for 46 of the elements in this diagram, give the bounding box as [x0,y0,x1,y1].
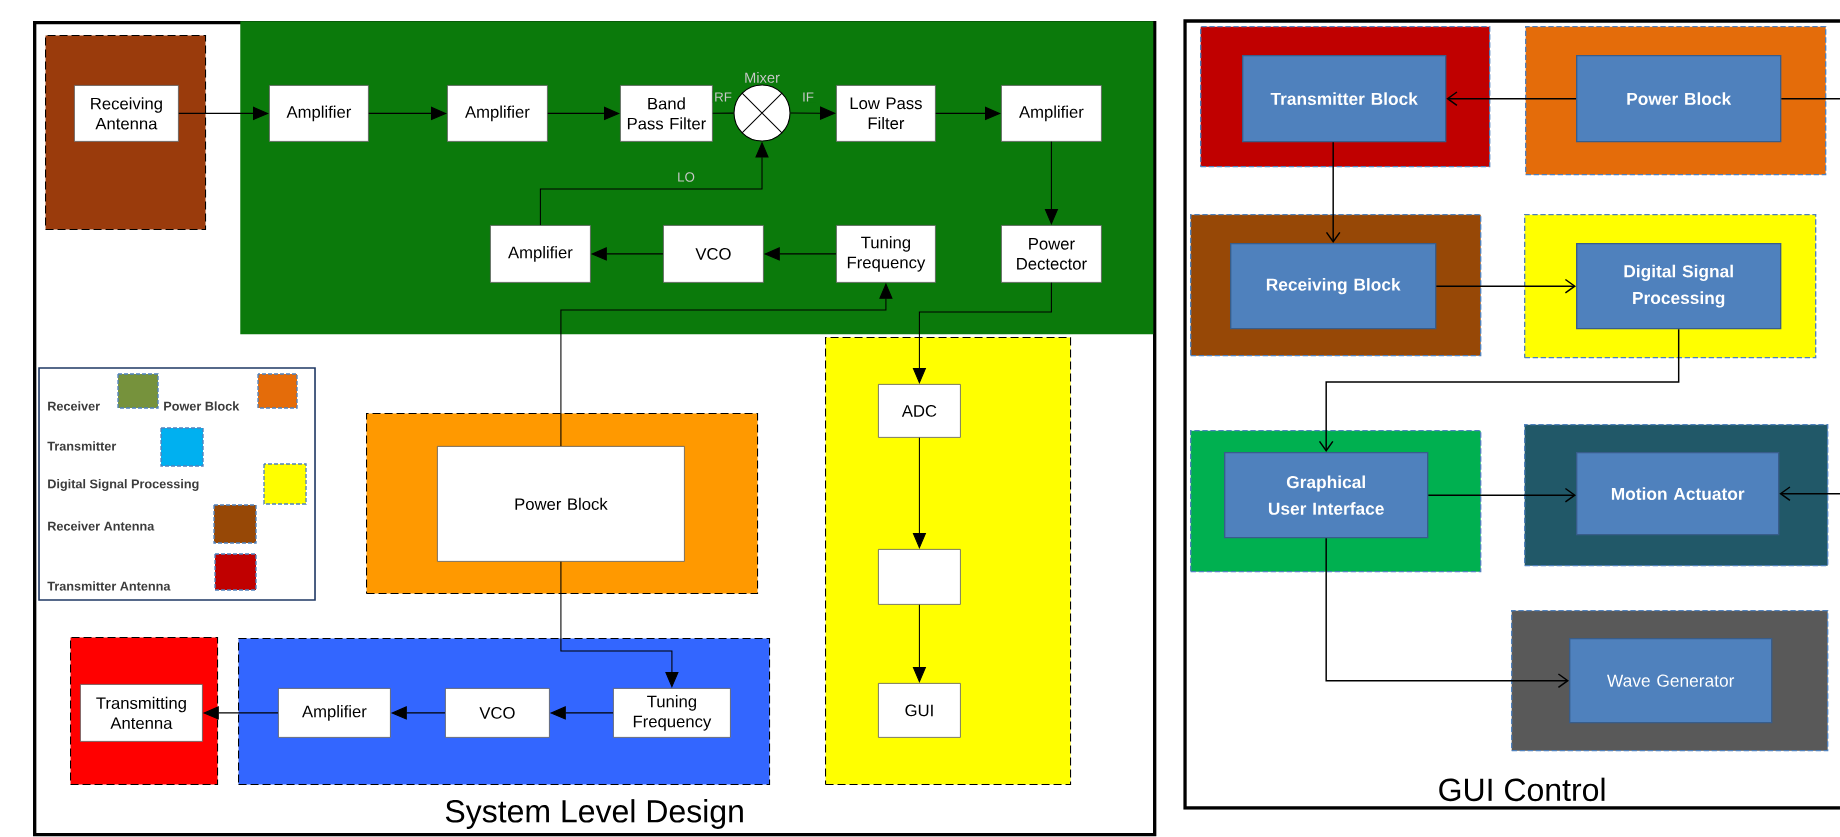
block-box: VCO [663,225,764,283]
legend-label: Transmitter Antenna [47,581,171,591]
arrow [912,604,927,683]
arrow [560,561,679,688]
arrow [1044,141,1059,225]
legend-label: Transmitter [47,441,117,451]
block-box: Power Block [437,446,685,562]
block-box: Tuning Frequency [613,688,731,738]
arrow [1779,486,1840,502]
block-box: Transmitter Block [1242,55,1447,143]
legend-label: Digital Signal Processing [48,479,199,491]
block-box: Transmitting Antenna [80,684,203,742]
block-box: Amplifier [490,225,591,283]
block-box: Receiving Antenna [74,85,179,142]
block-box [878,549,961,605]
block-box: VCO [445,688,550,738]
edge-label: IF [800,91,816,103]
arrow [1325,141,1341,243]
block-box: Motion Actuator [1576,452,1780,536]
block-box: ADC [878,384,961,438]
arrow [1427,487,1576,503]
arrow [1446,91,1577,107]
block-box: Amplifier [269,85,369,142]
block-box: Receiving Block [1230,243,1437,330]
arrow [1318,328,1680,452]
block-box: Graphical User Interface [1224,452,1429,539]
block-box: Digital Signal Processing [1576,243,1782,330]
edge-label: RF [712,91,734,103]
arrow [912,282,1052,384]
block-box: Tuning Frequency [836,225,936,283]
block-box: Amplifier [447,85,548,142]
legend-label: Receiver Antenna [48,521,155,531]
legend-label: Receiver [48,401,100,411]
block-box: GUI [878,683,961,738]
block-box: Low Pass Filter [836,85,936,142]
arrow [790,106,836,120]
block-box: Power Block [1576,55,1782,143]
block-box: Wave Generator [1569,638,1773,724]
block-box: Power Dectector [1001,225,1102,283]
arrow [1435,278,1576,294]
block-box: Amplifier [278,688,391,738]
arrow [912,437,927,549]
legend-label: Power Block [164,401,240,411]
block-box: Band Pass Filter [620,85,713,142]
block-box: Amplifier [1001,85,1102,142]
arrow [1325,537,1569,689]
